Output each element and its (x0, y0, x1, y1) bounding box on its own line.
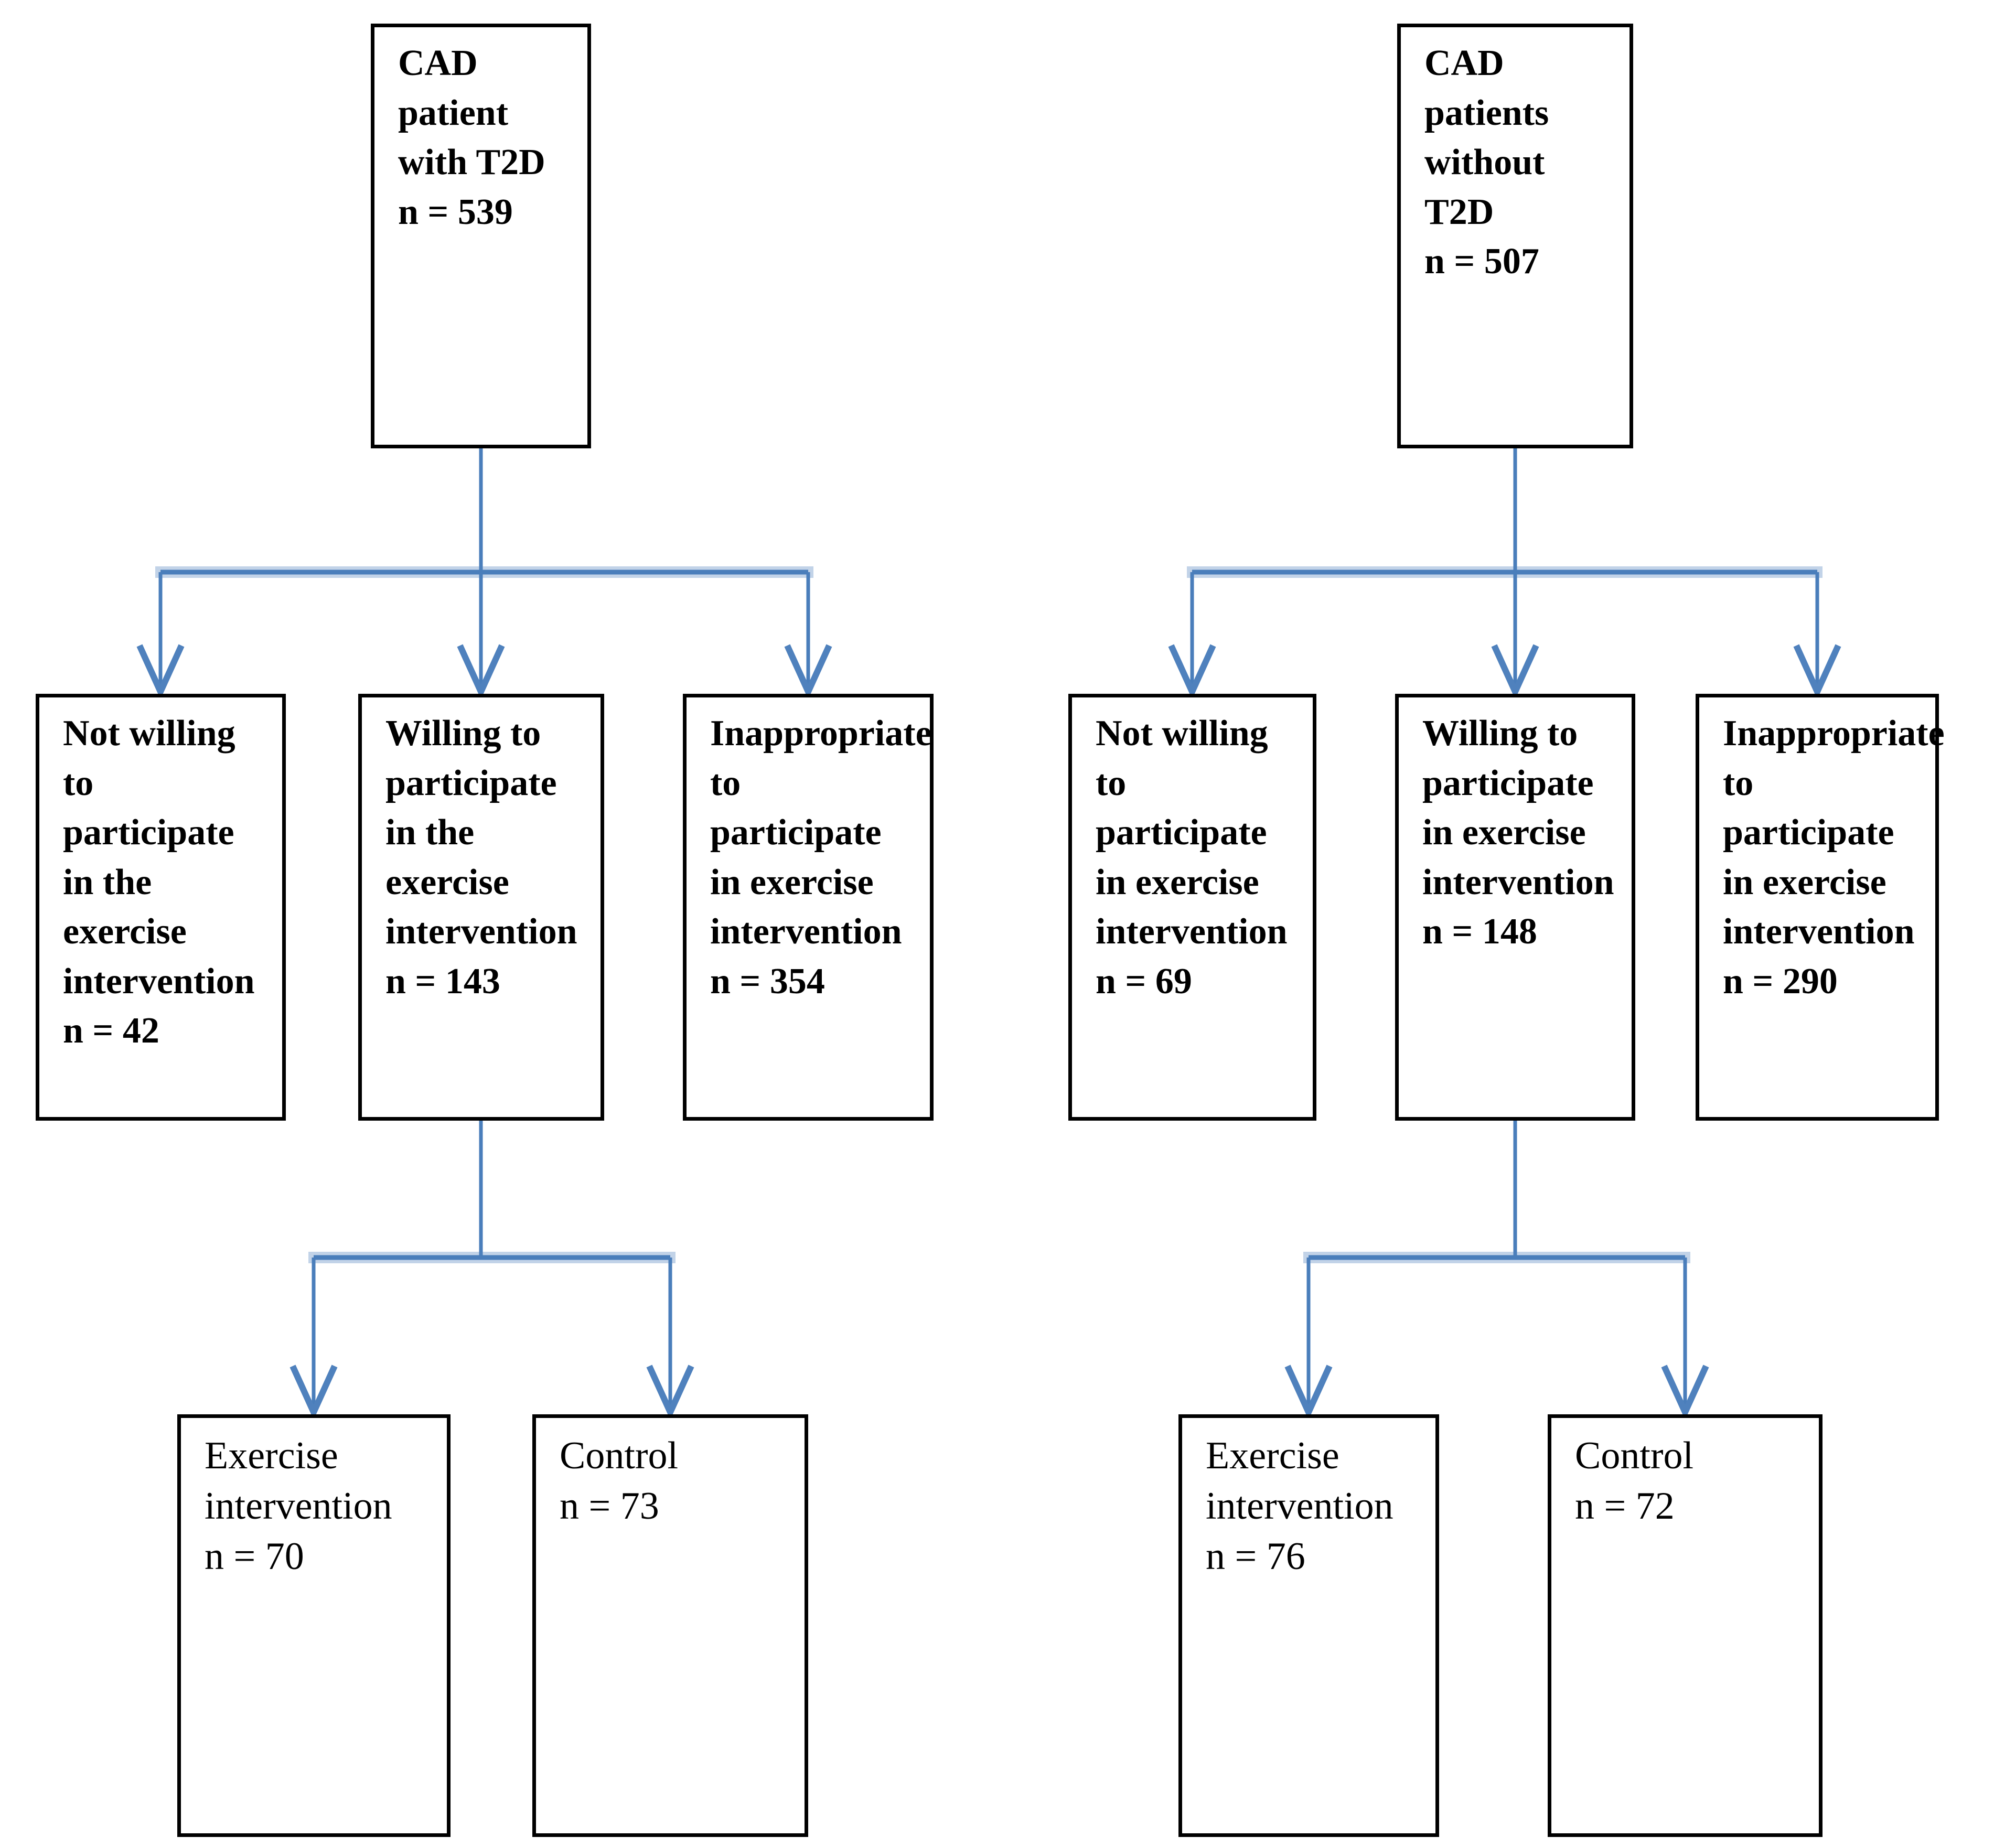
box-willing-no-t2d: Willing to participate in exercise inter… (1395, 694, 1635, 1121)
box-not-willing-no-t2d: Not willing to participate in exercise i… (1068, 694, 1316, 1121)
down-arrowhead (1491, 644, 1539, 700)
box-inappropriate-t2d: Inappropriate to participate in exercise… (683, 694, 934, 1121)
down-arrowhead (1661, 1364, 1709, 1420)
box-cad-with-t2d: CAD patient with T2D n = 539 (371, 24, 591, 448)
down-arrowhead (1793, 644, 1841, 700)
down-arrowhead (1284, 1364, 1333, 1420)
down-arrowhead (290, 1364, 338, 1420)
connector-band-right-lower (1303, 1252, 1690, 1263)
connector-band-left-lower (308, 1252, 676, 1263)
box-control-t2d: Control n = 73 (532, 1414, 808, 1837)
box-willing-t2d: Willing to participate in the exercise i… (358, 694, 604, 1121)
down-arrowhead (457, 644, 505, 700)
box-exercise-intervention-no-t2d: Exercise intervention n = 76 (1178, 1414, 1439, 1837)
box-inappropriate-no-t2d: Inappropriate to participate in exercise… (1696, 694, 1945, 1121)
down-arrowhead (1168, 644, 1216, 700)
box-cad-without-t2d: CAD patients without T2D n = 507 (1397, 24, 1633, 448)
down-arrowhead (784, 644, 832, 700)
box-control-no-t2d: Control n = 72 (1548, 1414, 1823, 1837)
down-arrowhead (646, 1364, 694, 1420)
box-exercise-intervention-t2d: Exercise intervention n = 70 (177, 1414, 451, 1837)
connector-band-left-upper (155, 566, 813, 578)
down-arrowhead (136, 644, 185, 700)
box-not-willing-t2d: Not willing to participate in the exerci… (36, 694, 286, 1121)
connector-band-right-upper (1187, 566, 1823, 578)
